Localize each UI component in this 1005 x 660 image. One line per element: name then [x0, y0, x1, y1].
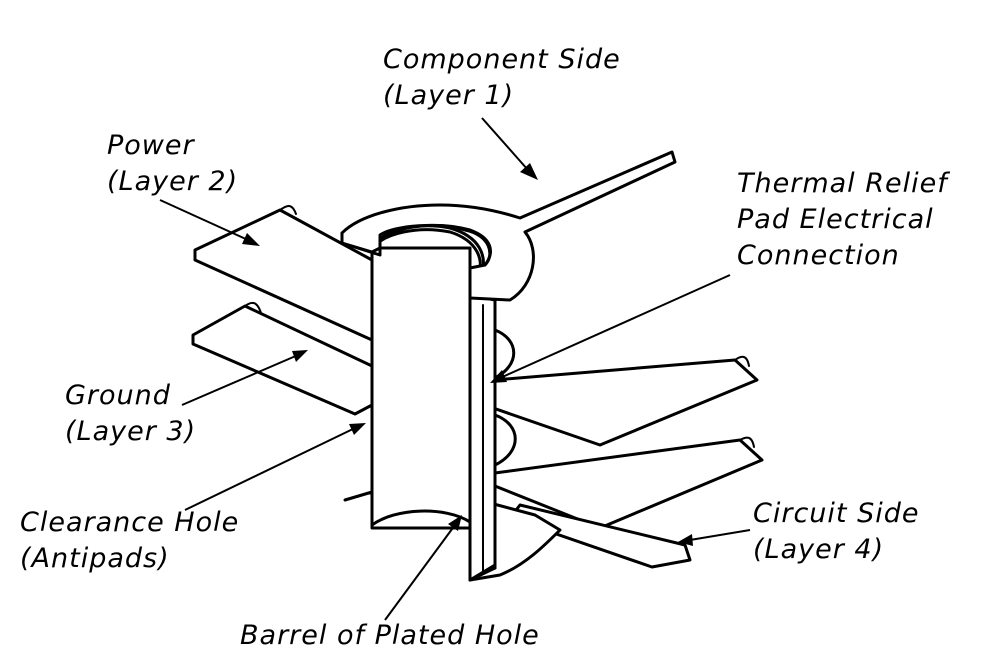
label-circuit-side: Circuit Side (Layer 4): [753, 498, 920, 565]
leader-component-side: [481, 117, 538, 180]
component-side-layer-1: [340, 150, 677, 302]
barrel-of-plated-hole: [370, 224, 497, 582]
label-barrel: Barrel of Plated Hole: [240, 620, 540, 651]
leader-thermal-relief: [490, 274, 731, 383]
label-clearance-hole: Clearance Hole (Antipads): [20, 507, 240, 574]
leader-ground: [181, 350, 308, 406]
label-power: Power (Layer 2): [107, 130, 239, 197]
leader-circuit-side: [678, 529, 751, 546]
label-component-side: Component Side (Layer 1): [383, 44, 621, 111]
label-thermal-relief: Thermal Relief Pad Electrical Connection: [737, 168, 948, 271]
leader-barrel: [384, 515, 462, 621]
label-ground: Ground (Layer 3): [65, 380, 197, 447]
leader-clearance-hole: [184, 423, 366, 511]
top-pad-left-flange: [340, 231, 382, 254]
leader-power: [159, 199, 260, 246]
